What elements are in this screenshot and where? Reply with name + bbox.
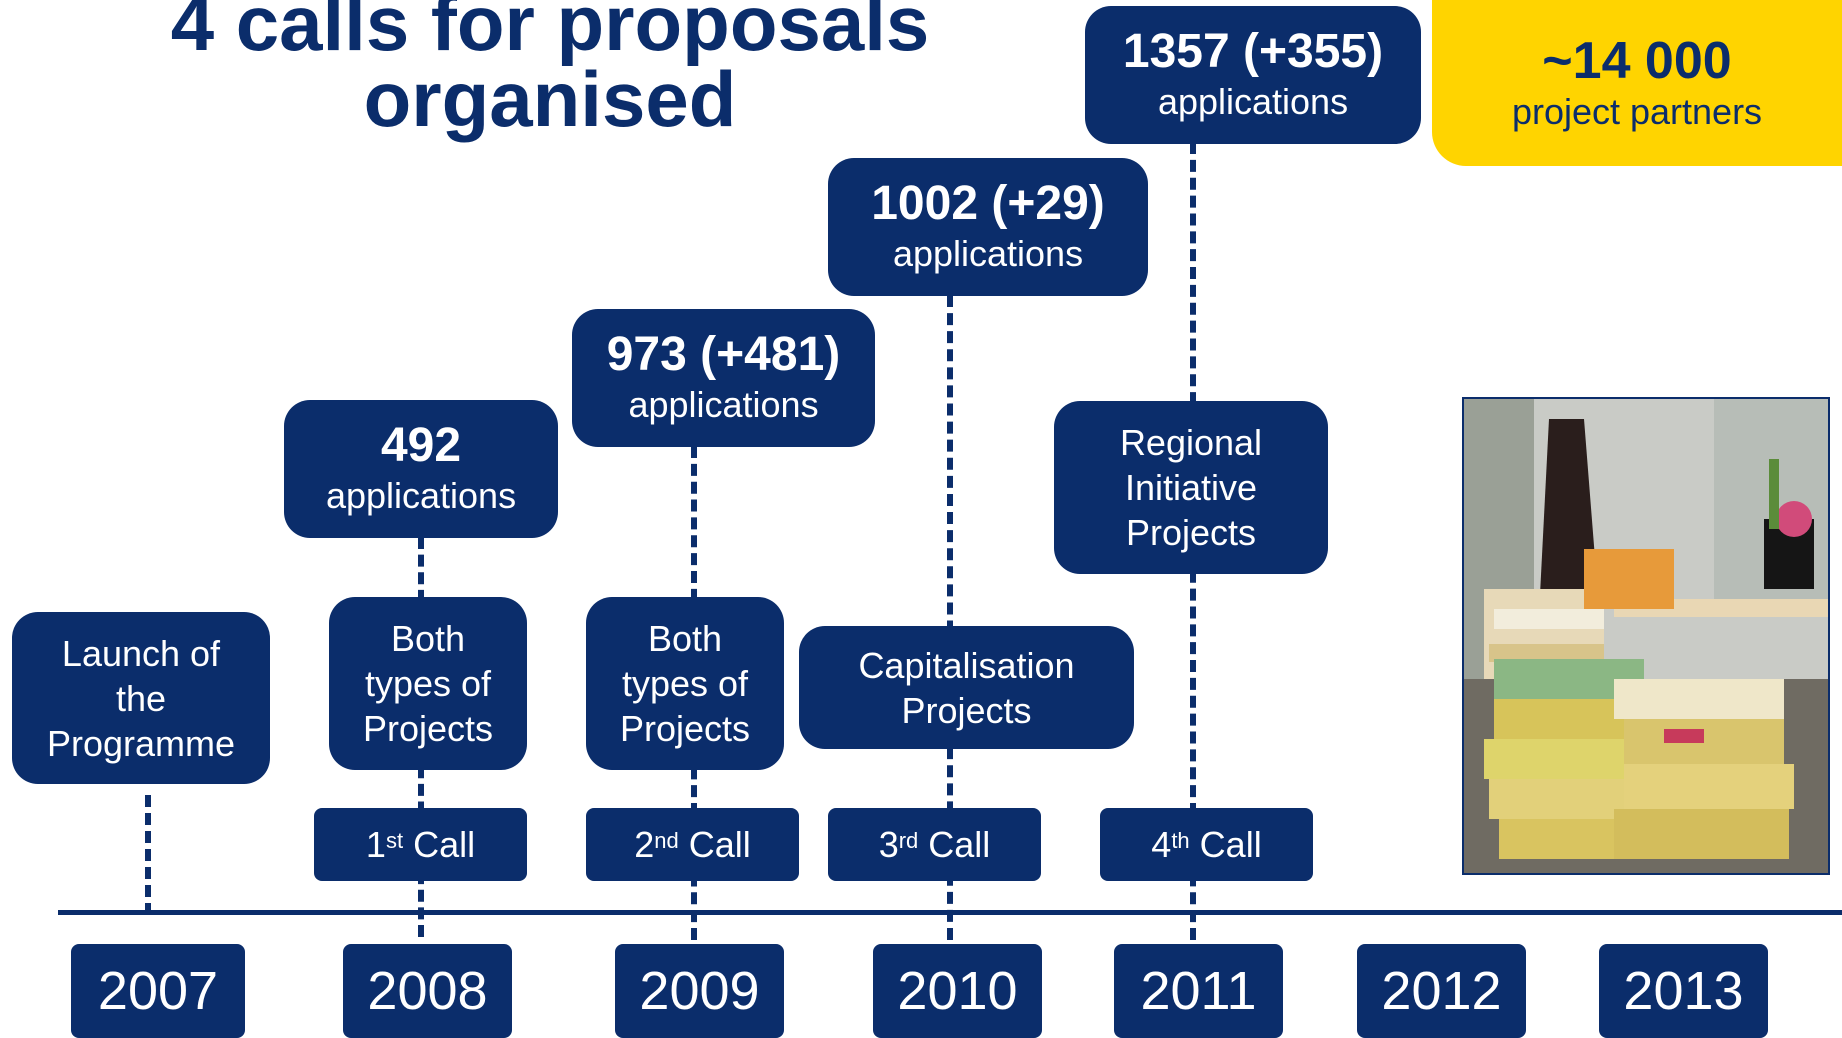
page-title: 4 calls for proposals bbox=[0, 0, 1100, 62]
year-2007: 2007 bbox=[71, 944, 245, 1038]
applications-box-2008: 492 applications bbox=[284, 400, 558, 538]
applications-box-2011: 1357 (+355) applications bbox=[1085, 6, 1421, 144]
page-title-line-2: organised bbox=[0, 60, 1100, 138]
desc-line: Both bbox=[390, 618, 466, 659]
connector-2010 bbox=[947, 295, 953, 940]
applications-value: 973 (+481) bbox=[606, 328, 841, 382]
year-2013: 2013 bbox=[1599, 944, 1768, 1038]
desc-line: Both bbox=[647, 618, 723, 659]
call3-projects-box: Capitalisation Projects bbox=[799, 626, 1134, 749]
applications-label: applications bbox=[628, 383, 819, 425]
desc-line: Projects bbox=[362, 708, 494, 749]
desc-line: types of bbox=[621, 663, 749, 704]
year-2011: 2011 bbox=[1114, 944, 1283, 1038]
applications-value: 492 bbox=[380, 419, 462, 473]
desc-line: Projects bbox=[619, 708, 751, 749]
applications-value: 1357 (+355) bbox=[1122, 25, 1384, 79]
call-2-label: 2nd Call bbox=[634, 823, 751, 865]
applications-box-2010: 1002 (+29) applications bbox=[828, 158, 1148, 296]
desc-line: Regional bbox=[1119, 422, 1263, 463]
year-2009: 2009 bbox=[615, 944, 784, 1038]
applications-value: 1002 (+29) bbox=[871, 177, 1105, 231]
desc-line: Capitalisation bbox=[858, 644, 1075, 686]
call-3-box: 3rd Call bbox=[828, 808, 1041, 881]
launch-box: Launch of the Programme bbox=[12, 612, 270, 784]
desc-line: the bbox=[115, 677, 167, 719]
call1-projects-box: Both types of Projects bbox=[329, 597, 527, 770]
title-line-1: 4 calls for proposals bbox=[170, 0, 930, 67]
applications-box-2009: 973 (+481) applications bbox=[572, 309, 875, 447]
year-2012: 2012 bbox=[1357, 944, 1526, 1038]
desc-line: Programme bbox=[46, 722, 236, 764]
call-4-box: 4th Call bbox=[1100, 808, 1313, 881]
desc-line: Initiative bbox=[1124, 467, 1258, 508]
call-3-label: 3rd Call bbox=[878, 823, 991, 865]
applications-label: applications bbox=[892, 232, 1084, 274]
partners-label: project partners bbox=[1511, 91, 1763, 132]
desc-line: Projects bbox=[1125, 512, 1257, 553]
desc-line: Launch of bbox=[61, 632, 221, 674]
call-1-label: 1st Call bbox=[365, 823, 476, 865]
title-line-2: organised bbox=[363, 55, 737, 143]
call-2-box: 2nd Call bbox=[586, 808, 799, 881]
applications-label: applications bbox=[1157, 80, 1349, 122]
partners-badge: ~14 000 project partners bbox=[1432, 0, 1842, 166]
call-1-box: 1st Call bbox=[314, 808, 527, 881]
office-photo-illustration bbox=[1464, 399, 1828, 873]
partners-value: ~14 000 bbox=[1542, 31, 1732, 90]
applications-label: applications bbox=[325, 474, 517, 516]
call4-projects-box: Regional Initiative Projects bbox=[1054, 401, 1328, 574]
year-2010: 2010 bbox=[873, 944, 1042, 1038]
year-2008: 2008 bbox=[343, 944, 512, 1038]
desc-line: types of bbox=[364, 663, 492, 704]
timeline-axis bbox=[58, 910, 1842, 915]
call2-projects-box: Both types of Projects bbox=[586, 597, 784, 770]
applications-stack-photo bbox=[1462, 397, 1830, 875]
desc-line: Projects bbox=[901, 689, 1032, 731]
call-4-label: 4th Call bbox=[1151, 823, 1262, 865]
connector-2007 bbox=[145, 795, 151, 915]
